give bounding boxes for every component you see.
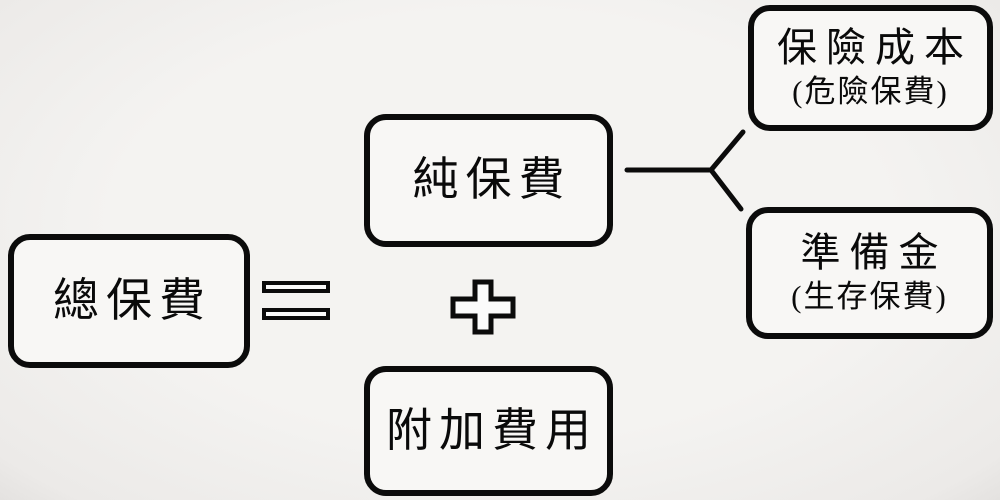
node-loading-expense: 附加費用	[364, 366, 613, 496]
equals-bar-bottom	[262, 308, 330, 320]
node-insurance-cost-label: 保險成本	[777, 25, 973, 71]
node-insurance-cost-sublabel: (危險保費)	[792, 74, 949, 110]
node-reserve-sublabel: (生存保費)	[791, 279, 948, 315]
node-pure-premium-label: 純保費	[412, 154, 572, 206]
node-reserve-label: 準備金	[800, 230, 948, 276]
node-pure-premium: 純保費	[364, 114, 613, 247]
equals-icon	[262, 281, 330, 320]
equals-bar-top	[262, 281, 330, 293]
node-insurance-cost: 保險成本 (危險保費)	[748, 5, 993, 131]
node-reserve: 準備金 (生存保費)	[746, 207, 993, 339]
plus-icon	[450, 279, 516, 335]
node-loading-expense-label: 附加費用	[386, 404, 598, 456]
node-total-premium: 總保費	[8, 234, 250, 368]
node-total-premium-label: 總保費	[53, 274, 212, 326]
fork-connector	[620, 120, 755, 220]
